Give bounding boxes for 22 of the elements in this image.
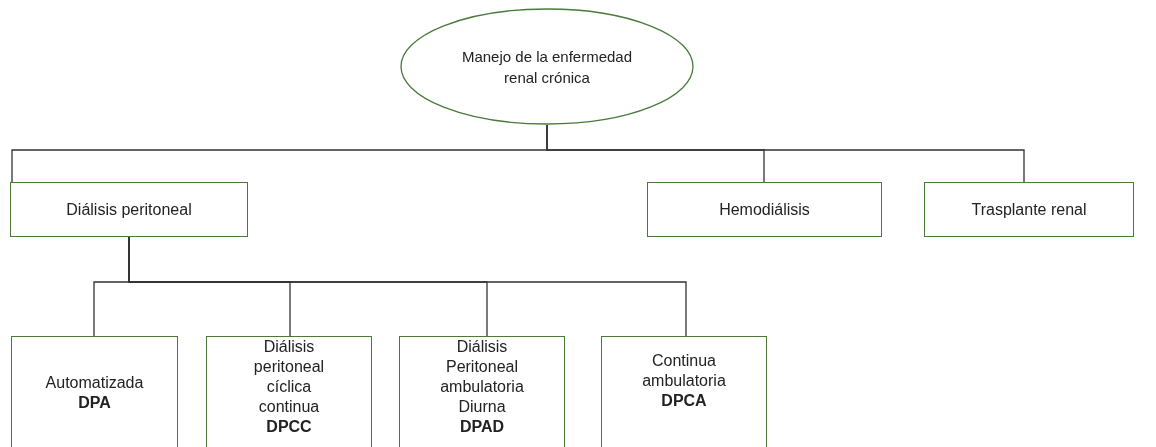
node-label: Manejo de la enfermedad renal crónica: [460, 46, 634, 88]
abbreviation: DPAD: [459, 417, 505, 437]
process-box: [11, 336, 178, 447]
process-box: [924, 182, 1134, 237]
process-box: [10, 182, 248, 237]
ellipse-node: [400, 8, 694, 125]
node-label: Diálisis peritoneal: [66, 199, 192, 220]
connector-line: [546, 124, 1025, 183]
process-box: [647, 182, 882, 237]
connector-line: [128, 236, 687, 337]
node-label: Trasplante renal: [971, 199, 1087, 220]
process-box: [399, 336, 565, 447]
node-label: Automatizada: [45, 373, 144, 393]
node-label: Hemodiálisis: [719, 199, 810, 220]
abbreviation: DPCA: [661, 391, 707, 411]
abbreviation: DPCC: [266, 417, 312, 437]
node-label: Diálisis Peritoneal ambulatoria Diurna: [439, 337, 525, 417]
process-box: [206, 336, 372, 447]
process-box: [601, 336, 767, 447]
node-label: Continua ambulatoria: [641, 351, 727, 391]
abbreviation: DPA: [78, 393, 111, 413]
node-label: Diálisis peritoneal cíclica continua: [252, 337, 326, 417]
